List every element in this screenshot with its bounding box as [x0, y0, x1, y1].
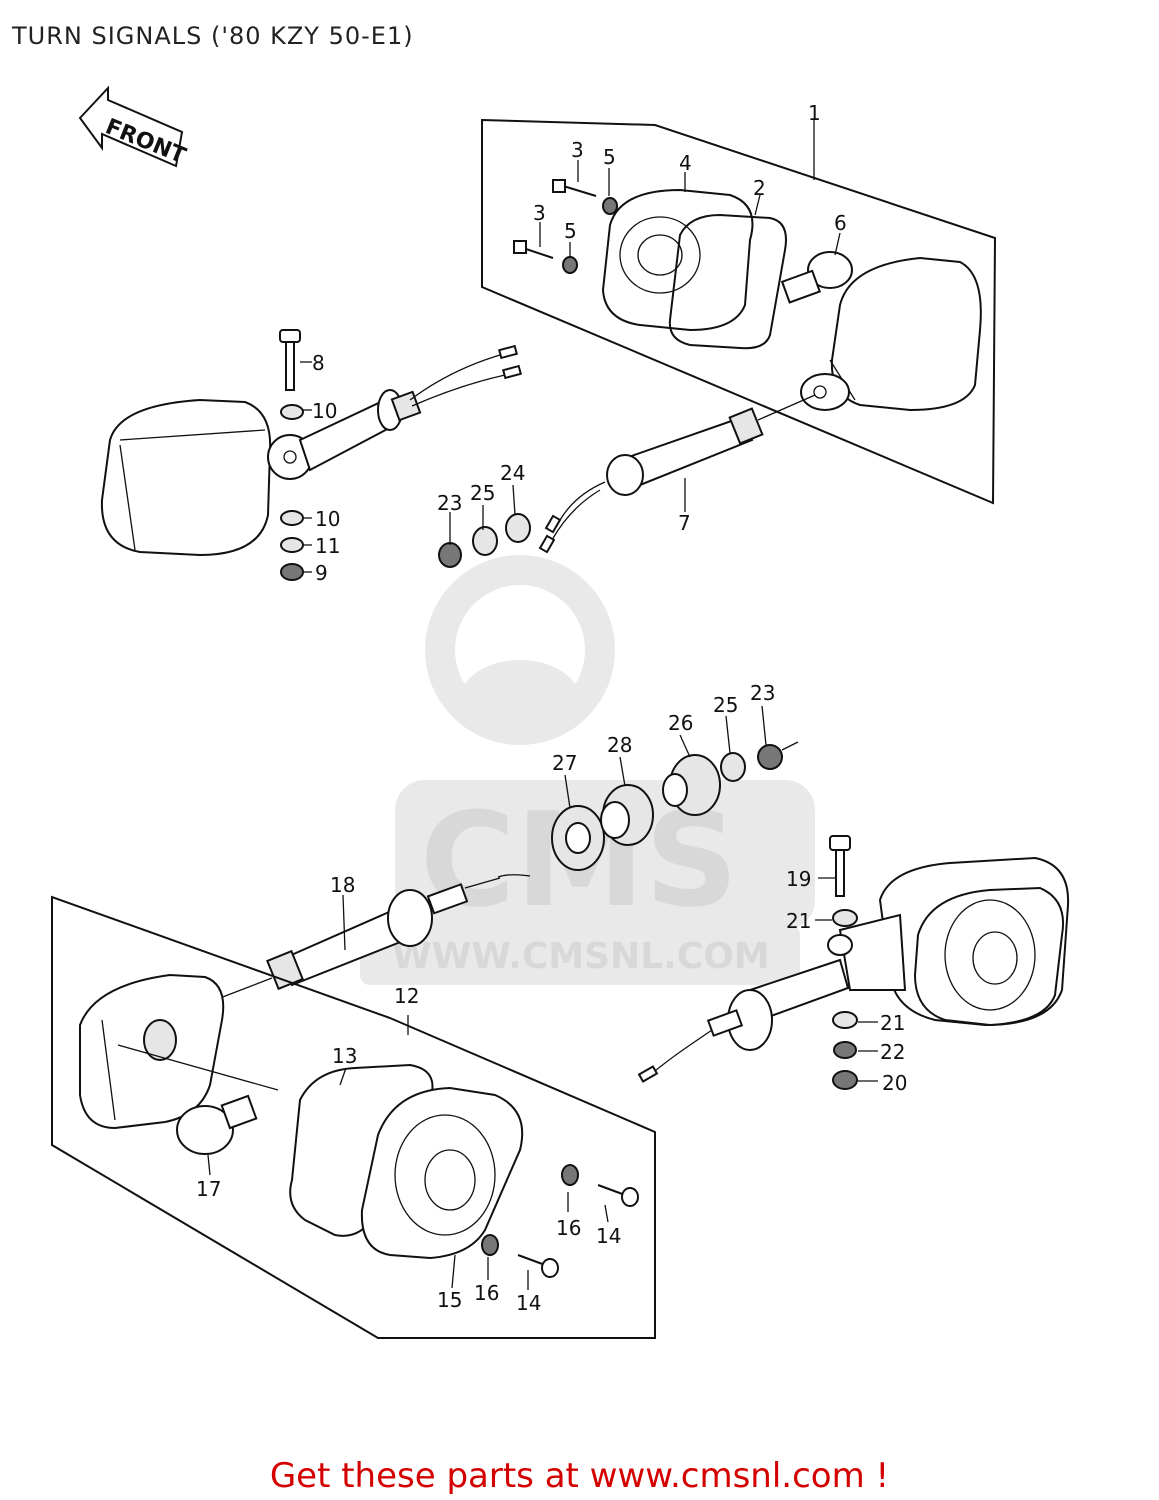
callout-12: 12	[394, 984, 419, 1008]
callout-10a: 10	[312, 399, 337, 423]
screws-part-14	[517, 1184, 639, 1278]
callout-7: 7	[678, 511, 691, 535]
callout-20: 20	[882, 1071, 907, 1095]
upper-left-turn-signal	[100, 344, 522, 557]
washers-part-21-22-20	[832, 909, 858, 1090]
upper-right-turn-signal	[800, 256, 982, 412]
callout-26: 26	[668, 711, 693, 735]
callout-13: 13	[332, 1044, 357, 1068]
bulb-part-6	[780, 251, 853, 304]
callout-27: 27	[552, 751, 577, 775]
bolt-part-8	[279, 329, 301, 391]
callout-19: 19	[786, 867, 811, 891]
lower-left-housing	[79, 973, 279, 1130]
stalk-part-7	[538, 394, 816, 554]
bulb-part-17	[176, 1094, 258, 1155]
front-arrow-label: FRONT	[102, 114, 189, 169]
lens-part-15	[360, 1086, 524, 1260]
callout-14b: 14	[516, 1291, 541, 1315]
callout-2: 2	[753, 176, 766, 200]
callout-9: 9	[315, 561, 328, 585]
footer-link[interactable]: Get these parts at www.cmsnl.com !	[269, 1456, 890, 1496]
front-arrow: FRONT	[78, 85, 189, 169]
upper-lens-panel	[481, 118, 997, 505]
callout-18: 18	[330, 873, 355, 897]
callout-23b: 23	[750, 681, 775, 705]
callout-17: 17	[196, 1177, 221, 1201]
callout-labels: 1 2 3 3 4 5 5 6 7 8 9 10 10 11 12 13 14 …	[196, 101, 907, 1315]
callout-8: 8	[312, 351, 325, 375]
bolt-part-19	[829, 835, 851, 897]
callout-23a: 23	[437, 491, 462, 515]
lower-lens-panel	[51, 895, 656, 1339]
callout-21b: 21	[880, 1011, 905, 1035]
callout-16b: 16	[474, 1281, 499, 1305]
callout-4: 4	[679, 151, 692, 175]
callout-16a: 16	[556, 1216, 581, 1240]
callout-6: 6	[834, 211, 847, 235]
callout-28: 28	[607, 733, 632, 757]
callout-25b: 25	[713, 693, 738, 717]
watermark-url: WWW.CMSNL.COM	[392, 936, 770, 977]
leader-lines	[207, 160, 878, 1290]
screws-part-3	[513, 179, 597, 259]
callout-5b: 5	[564, 219, 577, 243]
callout-24: 24	[500, 461, 525, 485]
stalk-part-18	[219, 874, 531, 999]
callout-21a: 21	[786, 909, 811, 933]
callout-1: 1	[808, 101, 821, 125]
callout-15: 15	[437, 1288, 462, 1312]
nuts-part-23-25-24-upper	[438, 513, 531, 568]
mount-parts-middle	[551, 741, 799, 871]
washers-part-10-11-9	[280, 404, 304, 581]
callout-22: 22	[880, 1040, 905, 1064]
gasket-part-2	[668, 213, 787, 350]
callout-3a: 3	[571, 138, 584, 162]
callout-5a: 5	[603, 145, 616, 169]
page-title: TURN SIGNALS ('80 KZY 50-E1)	[12, 22, 414, 50]
washers-part-16	[481, 1164, 579, 1256]
callout-14a: 14	[596, 1224, 621, 1248]
callout-10b: 10	[315, 507, 340, 531]
callout-11: 11	[315, 534, 340, 558]
lower-right-turn-signal	[637, 856, 1070, 1083]
callout-25a: 25	[470, 481, 495, 505]
callout-3b: 3	[533, 201, 546, 225]
